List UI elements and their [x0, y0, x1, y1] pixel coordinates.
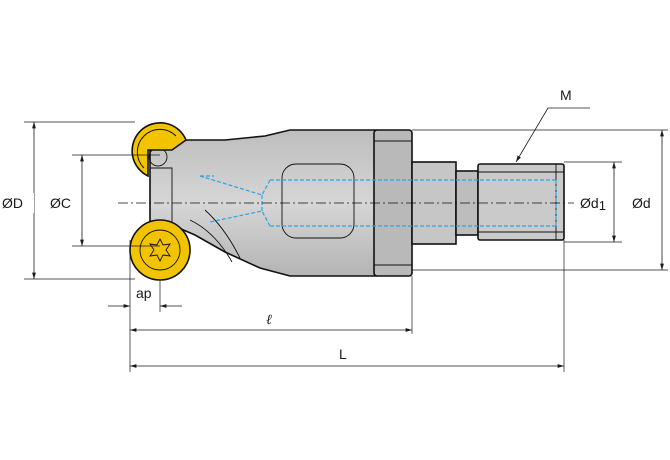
insert-top [131, 122, 187, 178]
dim-d1: Ød1 [564, 161, 622, 243]
dim-M: M [515, 87, 590, 163]
dim-D: ØD [2, 121, 135, 280]
label-L: L [339, 346, 347, 362]
dim-C: ØC [48, 154, 160, 247]
threaded-shank [477, 163, 565, 241]
label-M: M [560, 87, 572, 103]
label-ap: ap [136, 285, 152, 301]
torx-screw-icon [149, 237, 171, 263]
body-flat [281, 163, 355, 239]
insert-bottom [129, 219, 191, 281]
label-l: ℓ [266, 312, 272, 328]
label-C: ØC [50, 195, 71, 211]
dim-l: ℓ [130, 276, 413, 334]
dim-ap: ap [108, 240, 182, 372]
label-d1: Ød1 [580, 195, 606, 213]
label-D: ØD [2, 195, 23, 211]
dim-L: L [130, 240, 565, 372]
label-d: Ød [632, 195, 651, 211]
dim-d: Ød [412, 129, 668, 271]
